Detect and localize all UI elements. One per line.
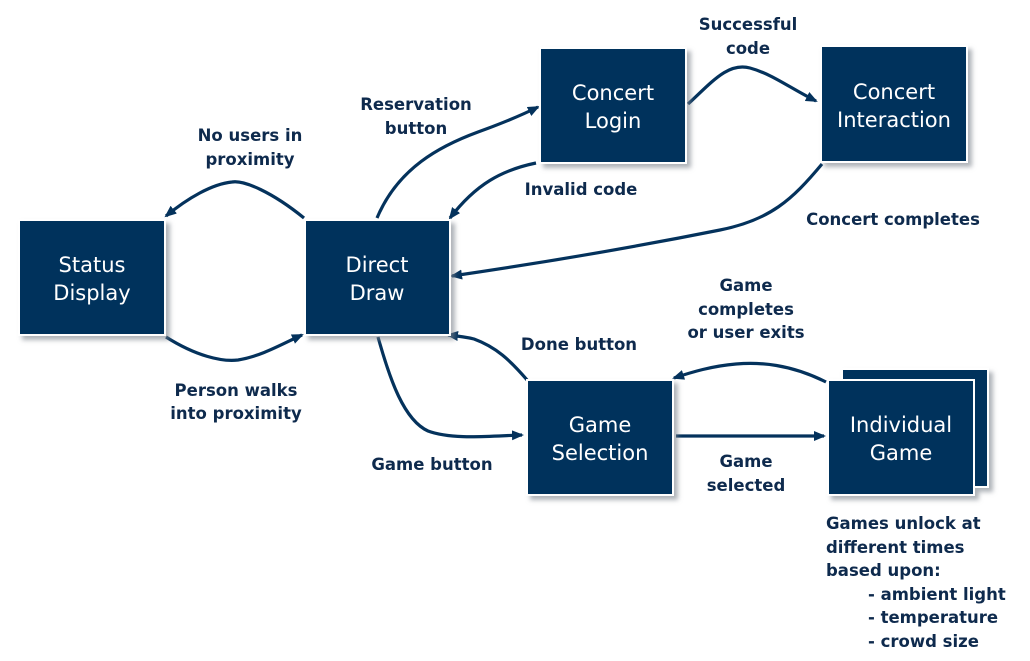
- edge-label: Concert completes: [806, 210, 980, 229]
- svg-text:Display: Display: [53, 281, 130, 305]
- edge-label: completes: [698, 300, 794, 319]
- edge-successful-code: [686, 65, 818, 106]
- node-label: Status: [59, 253, 126, 277]
- edge-label: Successful: [699, 15, 798, 34]
- svg-text:Selection: Selection: [552, 441, 649, 465]
- edge-label: or user exits: [687, 323, 804, 342]
- svg-text:Concert: Concert: [572, 81, 654, 105]
- edge-label: code: [726, 39, 770, 58]
- svg-text:Individual: Individual: [850, 413, 952, 437]
- edge-label: button: [385, 119, 447, 138]
- edge-label: No users in: [198, 126, 303, 145]
- label-successful-code: Successful code: [699, 15, 798, 58]
- edge-no-users: [164, 180, 306, 220]
- svg-text:Status: Status: [59, 253, 126, 277]
- note-line: based upon:: [826, 561, 941, 580]
- svg-text:Direct: Direct: [346, 253, 409, 277]
- label-game-completes: Game completes or user exits: [687, 276, 804, 342]
- edge-label: Invalid code: [525, 180, 638, 199]
- note-item: - temperature: [868, 608, 998, 627]
- edge-game-button: [376, 336, 524, 441]
- edge-label: Person walks: [175, 381, 298, 400]
- node-concert-login: Concert Login: [539, 47, 687, 164]
- edge-label: into proximity: [170, 404, 302, 423]
- node-label: Game: [870, 441, 933, 465]
- node-label: Individual: [850, 413, 952, 437]
- node-label: Login: [585, 109, 642, 133]
- svg-text:Interaction: Interaction: [837, 108, 951, 132]
- edge-label: Done button: [521, 335, 637, 354]
- edge-game-completes: [672, 361, 827, 384]
- note-item: - ambient light: [868, 585, 1006, 604]
- edge-invalid-code: [448, 161, 537, 220]
- node-status-display: Status Display: [18, 219, 166, 336]
- label-person-walks: Person walks into proximity: [170, 381, 302, 423]
- node-label: Draw: [350, 281, 405, 305]
- node-label: Display: [53, 281, 130, 305]
- edge-label: selected: [707, 476, 786, 495]
- edge-label: Game: [719, 452, 772, 471]
- svg-text:Game: Game: [569, 413, 632, 437]
- label-done-button: Done button: [521, 335, 637, 354]
- edge-done-button: [446, 331, 530, 383]
- note-line: Games unlock at: [826, 514, 981, 533]
- label-game-selected: Game selected: [707, 452, 786, 495]
- node-label: Selection: [552, 441, 649, 465]
- node-label: Game: [569, 413, 632, 437]
- node-direct-draw: Direct Draw: [304, 219, 451, 336]
- label-reservation: Reservation button: [360, 95, 472, 138]
- games-unlock-note: Games unlock at different times based up…: [826, 514, 1006, 651]
- label-invalid-code: Invalid code: [525, 180, 638, 199]
- label-concert-completes: Concert completes: [806, 210, 980, 229]
- note-line: different times: [826, 538, 965, 557]
- node-concert-interaction: Concert Interaction: [820, 45, 968, 163]
- edge-person-walks: [165, 333, 304, 362]
- node-label: Concert: [853, 80, 935, 104]
- label-no-users: No users in proximity: [198, 126, 303, 169]
- node-label: Concert: [572, 81, 654, 105]
- node-individual-game: Individual Game: [827, 368, 989, 496]
- svg-text:Login: Login: [585, 109, 642, 133]
- node-game-selection: Game Selection: [526, 379, 674, 496]
- node-label: Direct: [346, 253, 409, 277]
- node-label: Interaction: [837, 108, 951, 132]
- note-item: - crowd size: [868, 632, 979, 651]
- svg-text:Game: Game: [870, 441, 933, 465]
- edge-concert-completes: [450, 162, 824, 280]
- edge-label: Reservation: [360, 95, 472, 114]
- edge-label: Game: [719, 276, 772, 295]
- edge-label: Game button: [371, 455, 492, 474]
- edge-reservation: [375, 105, 540, 219]
- svg-text:Concert: Concert: [853, 80, 935, 104]
- svg-text:Draw: Draw: [350, 281, 405, 305]
- label-game-button: Game button: [371, 455, 492, 474]
- edge-label: proximity: [205, 150, 294, 169]
